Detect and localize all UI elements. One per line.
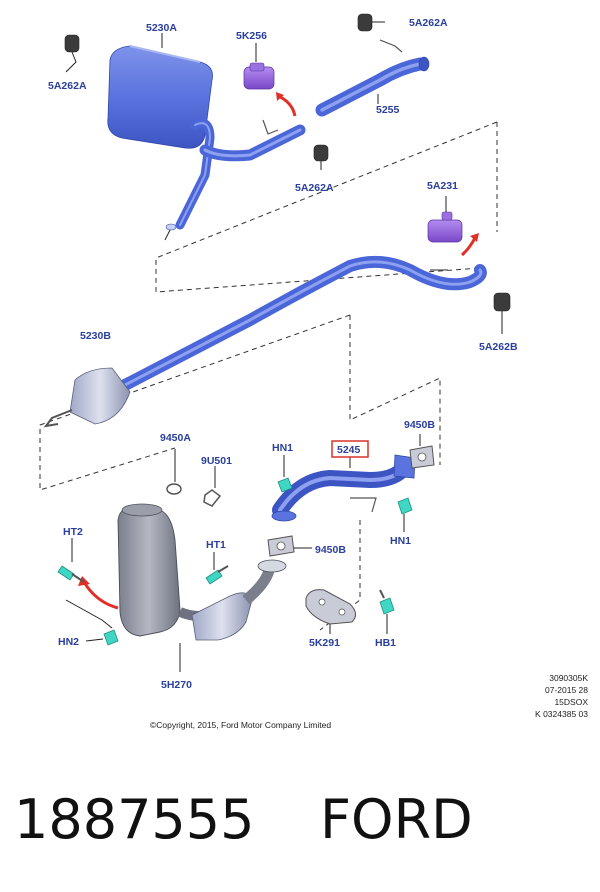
rubber-hanger-left xyxy=(64,34,80,73)
label-5a262a-left: 5A262A xyxy=(48,80,87,92)
label-ht1: HT1 xyxy=(206,539,226,551)
label-9450a: 9450A xyxy=(160,432,191,444)
stud-ht1 xyxy=(205,552,229,585)
meta-line-4: K 0324385 03 xyxy=(535,709,588,719)
label-9u501: 9U501 xyxy=(201,455,232,467)
copyright-text: ©Copyright, 2015, Ford Motor Company Lim… xyxy=(150,720,331,730)
tail-pipe xyxy=(315,39,430,117)
label-hn2: HN2 xyxy=(58,636,79,648)
meta-line-2: 07-2015 28 xyxy=(545,685,588,695)
clip-9u501 xyxy=(203,466,222,507)
label-hb1: HB1 xyxy=(375,637,396,649)
intermediate-pipe-5245 xyxy=(271,454,416,522)
nut-hn1-a xyxy=(277,455,293,493)
label-5a231: 5A231 xyxy=(427,180,458,192)
label-hn1-b: HN1 xyxy=(390,535,411,547)
label-hn1-a: HN1 xyxy=(272,442,293,454)
label-ht2: HT2 xyxy=(63,526,83,538)
label-5a262a-mid: 5A262A xyxy=(295,182,334,194)
rubber-hanger-right xyxy=(493,292,511,334)
label-5h270: 5H270 xyxy=(161,679,192,691)
front-pipe xyxy=(43,255,487,428)
label-5255: 5255 xyxy=(376,104,400,116)
rubber-hanger-top-right xyxy=(357,13,385,32)
gasket-9450a xyxy=(166,449,182,495)
label-5230a: 5230A xyxy=(146,22,177,34)
heat-shield-5k291 xyxy=(305,589,356,634)
rear-muffler xyxy=(107,45,306,241)
label-5k256: 5K256 xyxy=(236,30,267,42)
nut-hn1-b xyxy=(397,497,413,532)
label-5a262a-top-right: 5A262A xyxy=(409,17,448,29)
dashed-connection-lines xyxy=(39,121,498,631)
bolt-hb1 xyxy=(379,589,395,634)
label-5a262b: 5A262B xyxy=(479,341,518,353)
gasket-9450b-mid xyxy=(267,535,312,557)
meta-line-1: 3090305K xyxy=(549,673,588,683)
part-number: 1887555 xyxy=(14,788,255,851)
clamp-5a231 xyxy=(427,196,479,257)
stud-ht2 xyxy=(57,538,85,583)
highlight-box-5245 xyxy=(331,440,369,458)
meta-line-3: 15DSOX xyxy=(554,697,588,707)
label-9450b-mid: 9450B xyxy=(315,544,346,556)
label-5k291: 5K291 xyxy=(309,637,340,649)
gasket-9450b-top xyxy=(409,434,435,469)
clamp-5k256 xyxy=(243,43,297,117)
label-5230b: 5230B xyxy=(80,330,111,342)
brand-name: FORD xyxy=(320,788,473,851)
label-9450b-top: 9450B xyxy=(404,419,435,431)
catalytic-converter-dpf xyxy=(65,503,287,672)
rubber-hanger-mid xyxy=(313,144,329,170)
label-5245: 5245 xyxy=(337,444,361,456)
nut-hn2 xyxy=(85,629,119,646)
